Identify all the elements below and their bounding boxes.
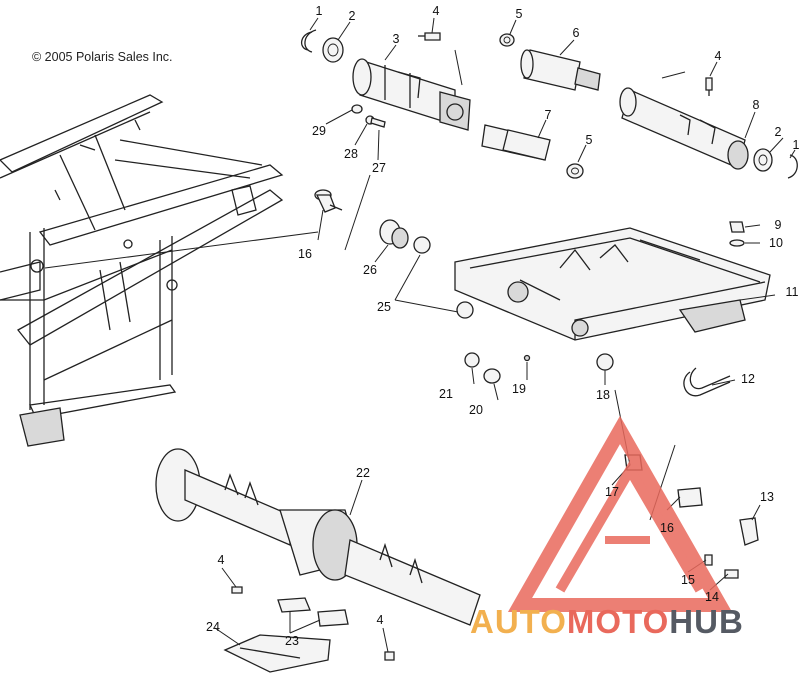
callout-22: 22 — [356, 466, 370, 480]
callout-5: 5 — [515, 7, 523, 21]
callout-16: 16 — [660, 521, 674, 535]
pivot-16-left — [314, 189, 343, 213]
callout-9: 9 — [774, 218, 782, 232]
bushing-upper-5 — [499, 33, 515, 47]
bushing-25-lower — [456, 301, 474, 319]
callout-20: 20 — [469, 403, 483, 417]
callout-28: 28 — [344, 147, 358, 161]
rail-left — [352, 58, 471, 131]
callout-12: 12 — [741, 372, 755, 386]
callout-18: 18 — [596, 388, 610, 402]
bracket-24 — [223, 634, 331, 673]
swingarm — [454, 227, 771, 341]
callout-7: 7 — [544, 108, 552, 122]
callout-23: 23 — [285, 634, 299, 648]
callout-27: 27 — [372, 161, 386, 175]
callout-6: 6 — [572, 26, 580, 40]
watermark-logo: AUTOMOTOHUB — [470, 603, 744, 641]
shaft-upper — [520, 49, 601, 91]
callout-1: 1 — [315, 4, 323, 18]
bolt-4-lower-left — [231, 586, 243, 594]
leader-lines — [44, 17, 796, 653]
rail-right — [619, 87, 749, 170]
callout-4: 4 — [376, 613, 384, 627]
callout-15: 15 — [681, 573, 695, 587]
bushing-left — [322, 37, 344, 63]
watermark-triangle — [507, 415, 733, 612]
nut-20 — [483, 368, 501, 384]
fitting-19 — [523, 354, 531, 362]
callout-24: 24 — [206, 620, 220, 634]
bolt-upper-1 — [418, 32, 441, 41]
bushing-right — [753, 148, 773, 172]
vehicle-frame — [0, 94, 284, 447]
callout-2: 2 — [348, 9, 356, 23]
watermark-text-moto: MOTO — [566, 603, 670, 640]
bolt-4-lower-center — [384, 651, 395, 661]
callout-29: 29 — [312, 124, 326, 138]
callout-11: 11 — [785, 285, 799, 299]
callout-2: 2 — [774, 125, 782, 139]
bushing-18 — [596, 353, 614, 371]
bearing-26 — [379, 219, 409, 249]
watermark-text-auto: AUTO — [470, 603, 567, 640]
callout-8: 8 — [752, 98, 760, 112]
callout-10: 10 — [769, 236, 783, 250]
callout-26: 26 — [363, 263, 377, 277]
washer-21 — [464, 352, 480, 368]
callout-14: 14 — [705, 590, 719, 604]
callout-13: 13 — [760, 490, 774, 504]
callout-3: 3 — [392, 32, 400, 46]
rear-axle — [155, 448, 481, 626]
bushing-25-upper — [413, 236, 431, 254]
copyright-text: © 2005 Polaris Sales Inc. — [32, 50, 173, 64]
snap-ring-left — [301, 29, 317, 53]
callout-1: 1 — [792, 138, 800, 152]
callout-4: 4 — [217, 553, 225, 567]
callout-5: 5 — [585, 133, 593, 147]
callout-17: 17 — [605, 485, 619, 499]
bolt-upper-right — [705, 77, 713, 96]
shaft-lower — [481, 124, 551, 161]
bushing-lower-5 — [566, 163, 584, 179]
callout-4: 4 — [432, 4, 440, 18]
watermark-text-hub: HUB — [669, 603, 744, 640]
callout-16: 16 — [298, 247, 312, 261]
u-tube-12 — [683, 367, 731, 397]
washers-29-28 — [351, 104, 386, 128]
washer-10 — [729, 239, 745, 247]
callout-19: 19 — [512, 382, 526, 396]
decal-23 — [277, 597, 349, 627]
nut-9 — [729, 221, 745, 233]
callout-21: 21 — [439, 387, 453, 401]
parts-right-lower — [624, 454, 759, 579]
callout-25: 25 — [377, 300, 391, 314]
snap-ring-right — [787, 154, 798, 179]
callout-4: 4 — [714, 49, 722, 63]
